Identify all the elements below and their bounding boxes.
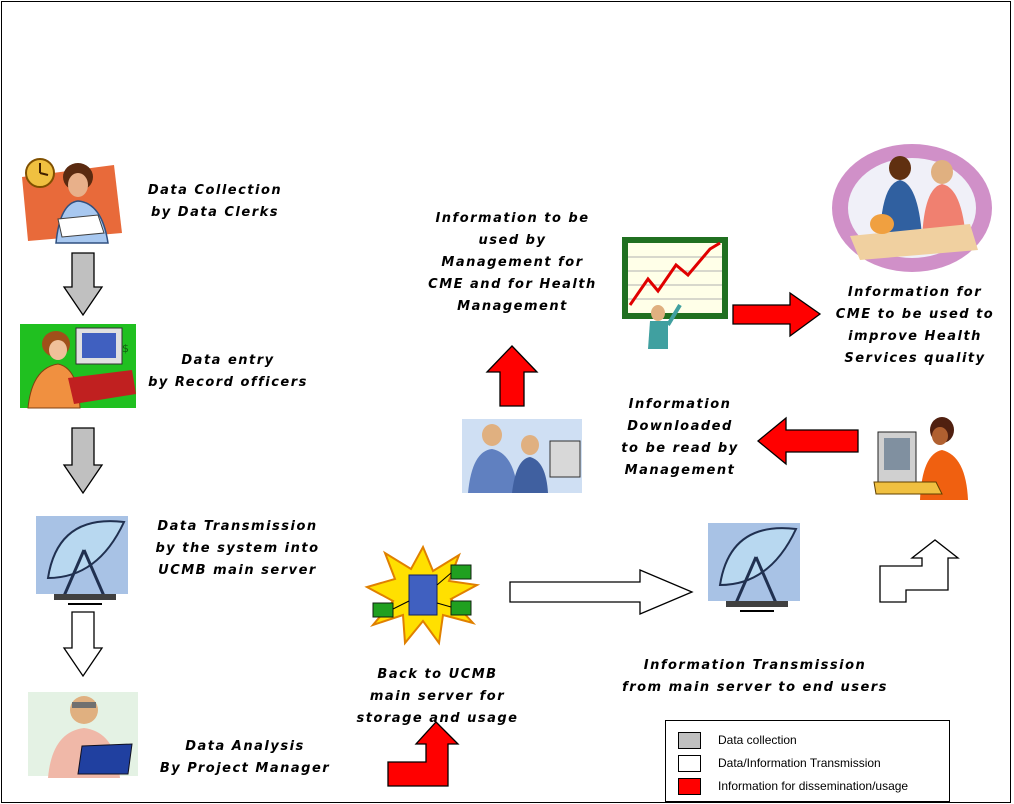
- legend-swatch: [678, 755, 701, 772]
- svg-text:$: $: [122, 342, 129, 355]
- operator-computer-picture: [873, 417, 968, 500]
- arrow-readers-to-management: [485, 345, 539, 407]
- legend-swatch: [678, 732, 701, 749]
- legend-label: Data/Information Transmission: [718, 756, 881, 770]
- satellite-dish-icon: [36, 516, 128, 605]
- legend-label: Information for dissemination/usage: [718, 779, 909, 793]
- label-information-transmission: Information Transmission from main serve…: [622, 658, 888, 695]
- arrow-analysis-to-server: [387, 721, 460, 787]
- legend-item-data-collection: Data collection: [666, 729, 949, 751]
- label-back-to-server: Back to UCMB main server for storage and…: [356, 667, 519, 726]
- arrow-presenter-to-cme: [732, 291, 822, 338]
- legend: Data collection Data/Information Transmi…: [665, 720, 950, 802]
- legend-item-dissemination: Information for dissemination/usage: [666, 775, 949, 797]
- arrow-collection-to-entry: [62, 252, 104, 317]
- record-officer-picture: $: [20, 324, 136, 409]
- arrow-entry-to-transmission: [62, 427, 104, 495]
- label-data-transmission: Data Transmission by the system into UCM…: [155, 519, 320, 578]
- arrow-server-to-dish: [509, 569, 694, 615]
- managers-reading-picture: [462, 419, 582, 493]
- data-clerk-picture: [22, 158, 122, 244]
- server-network-icon: [364, 544, 481, 646]
- label-information-cme: Information for CME to be used to improv…: [835, 285, 995, 366]
- chart-presenter-picture: [622, 237, 728, 349]
- satellite-dish-right-icon: [708, 523, 800, 612]
- project-manager-picture: [28, 692, 138, 778]
- label-data-collection: Data Collection by Data Clerks: [147, 183, 283, 220]
- arrow-dish-up-to-operator: [879, 539, 960, 603]
- arrow-transmission-to-analysis: [62, 611, 104, 678]
- legend-item-transmission: Data/Information Transmission: [666, 752, 949, 774]
- label-information-downloaded: Information Downloaded to be read by Man…: [621, 397, 739, 478]
- label-data-entry: Data entry by Record officers: [148, 353, 308, 390]
- label-information-management: Information to be used by Management for…: [428, 211, 597, 314]
- legend-label: Data collection: [718, 733, 797, 747]
- label-data-analysis: Data Analysis By Project Manager: [159, 739, 331, 776]
- health-services-picture: [832, 144, 992, 272]
- arrow-operator-to-downloaded: [756, 416, 859, 466]
- legend-swatch: [678, 778, 701, 795]
